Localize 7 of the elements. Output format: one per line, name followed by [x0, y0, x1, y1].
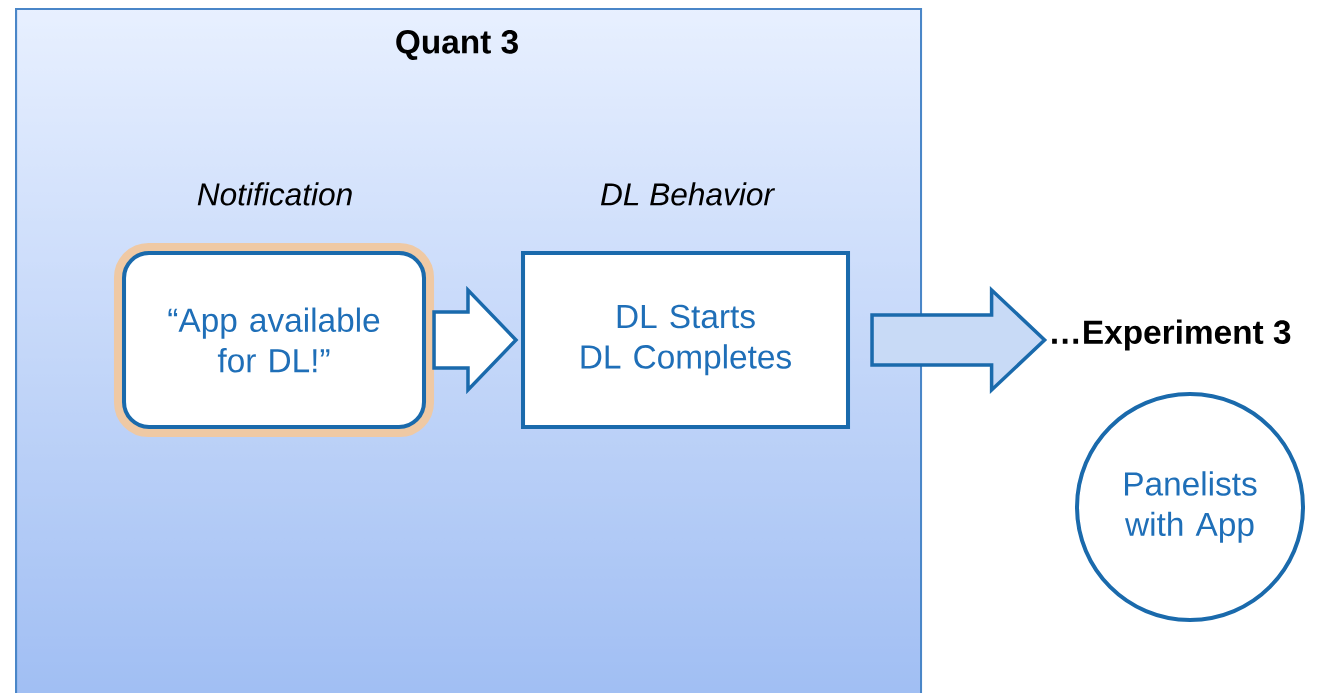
notification-box: “App available for DL!” — [122, 251, 427, 429]
target-label: …Experiment 3 — [1052, 319, 1291, 351]
heading: Notification — [197, 182, 352, 206]
heading: DL Behavior — [600, 182, 776, 206]
block-arrow — [870, 285, 1048, 395]
process-box: DL Starts DL Completes — [521, 251, 851, 429]
block-arrow — [432, 285, 519, 395]
